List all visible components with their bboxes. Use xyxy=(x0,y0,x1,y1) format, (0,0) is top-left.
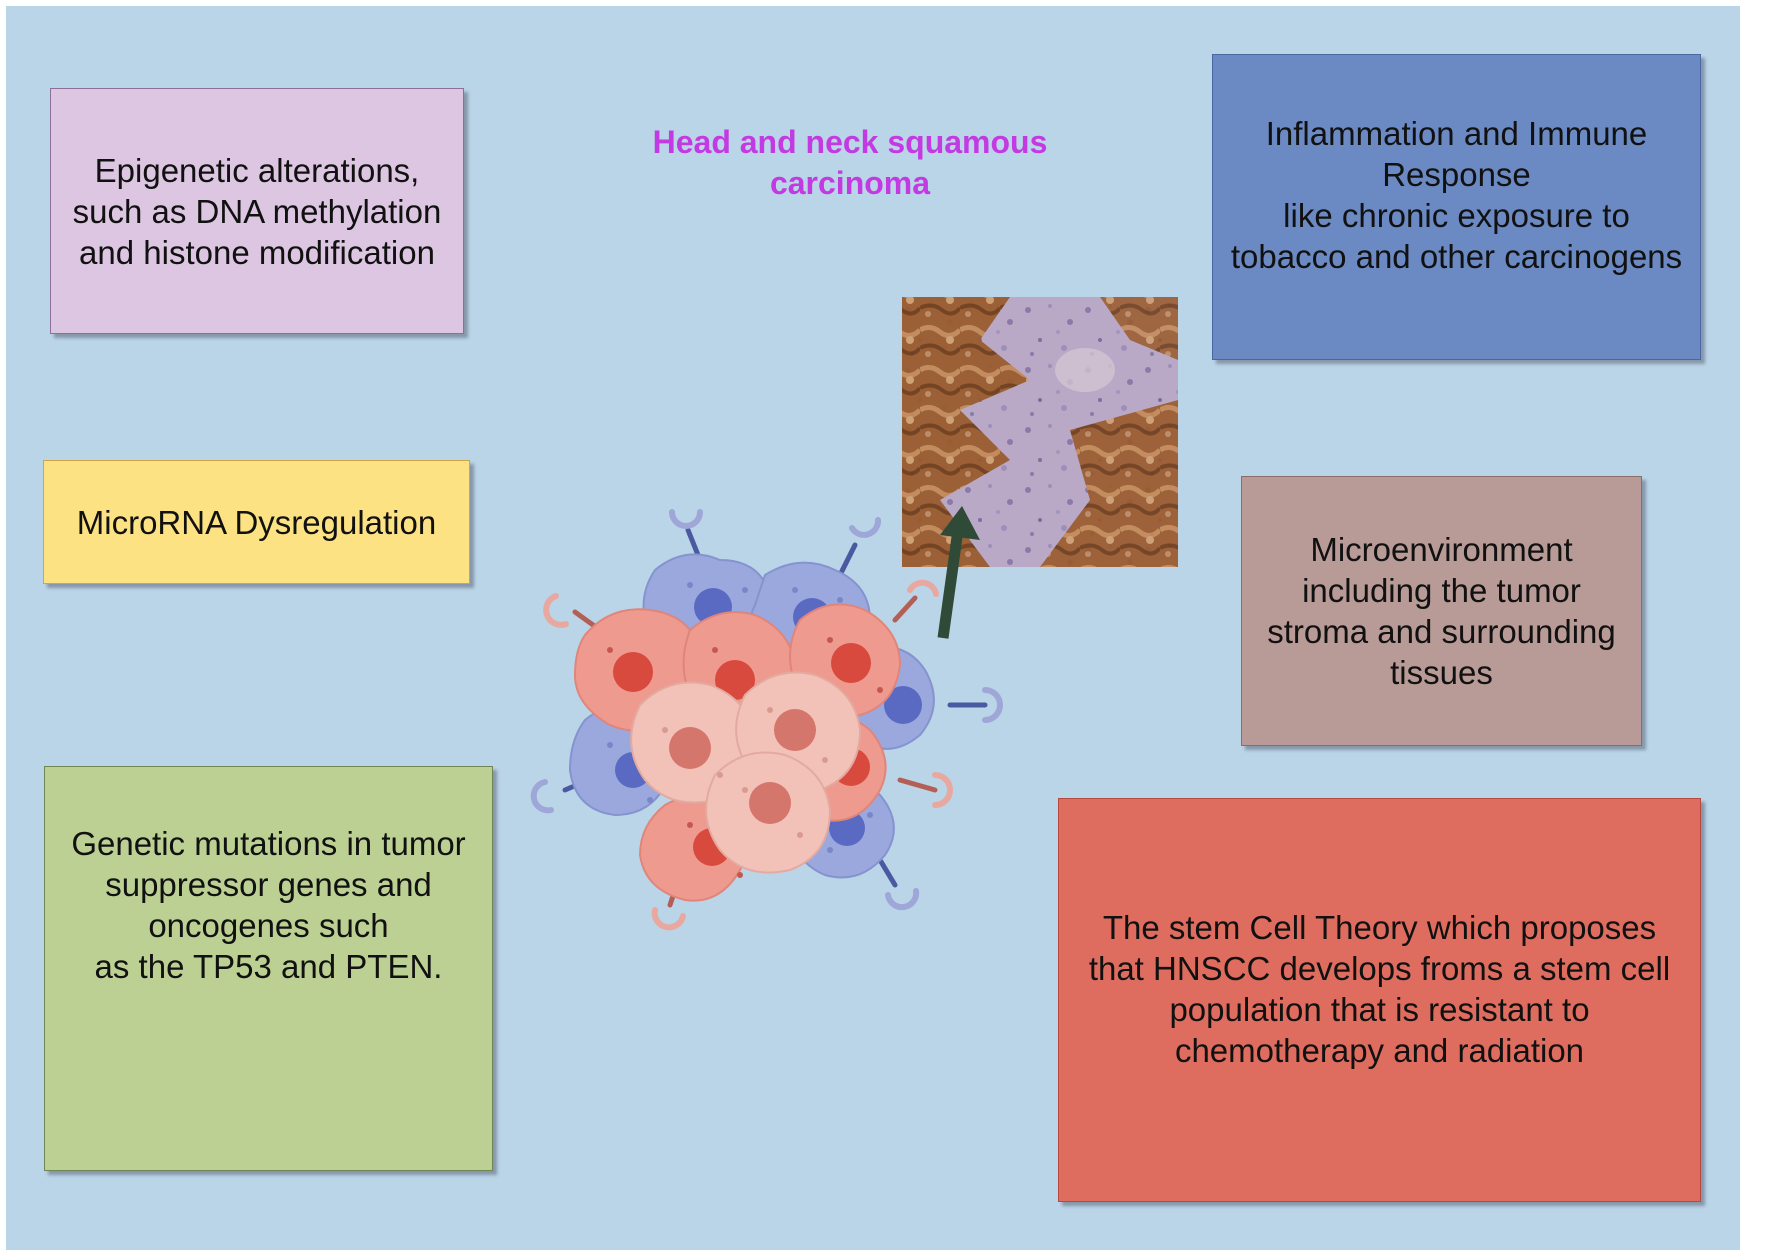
microrna-dysregulation-box: MicroRNA Dysregulation xyxy=(43,460,470,584)
diagram-title: Head and neck squamous carcinoma xyxy=(652,124,1048,201)
tumor-cell-cluster-icon xyxy=(530,509,1003,931)
epigenetic-alterations-box: Epigenetic alterations, such as DNA meth… xyxy=(50,88,464,334)
arrow-up-icon xyxy=(937,506,980,639)
genetic-mutations-box: Genetic mutations in tumor suppressor ge… xyxy=(44,766,493,1171)
histology-image xyxy=(902,297,1178,567)
inflammation-immune-box: Inflammation and Immune Response like ch… xyxy=(1212,54,1701,360)
microenvironment-box: Microenvironment including the tumor str… xyxy=(1241,476,1642,746)
stem-cell-theory-box: The stem Cell Theory which proposes that… xyxy=(1058,798,1701,1202)
